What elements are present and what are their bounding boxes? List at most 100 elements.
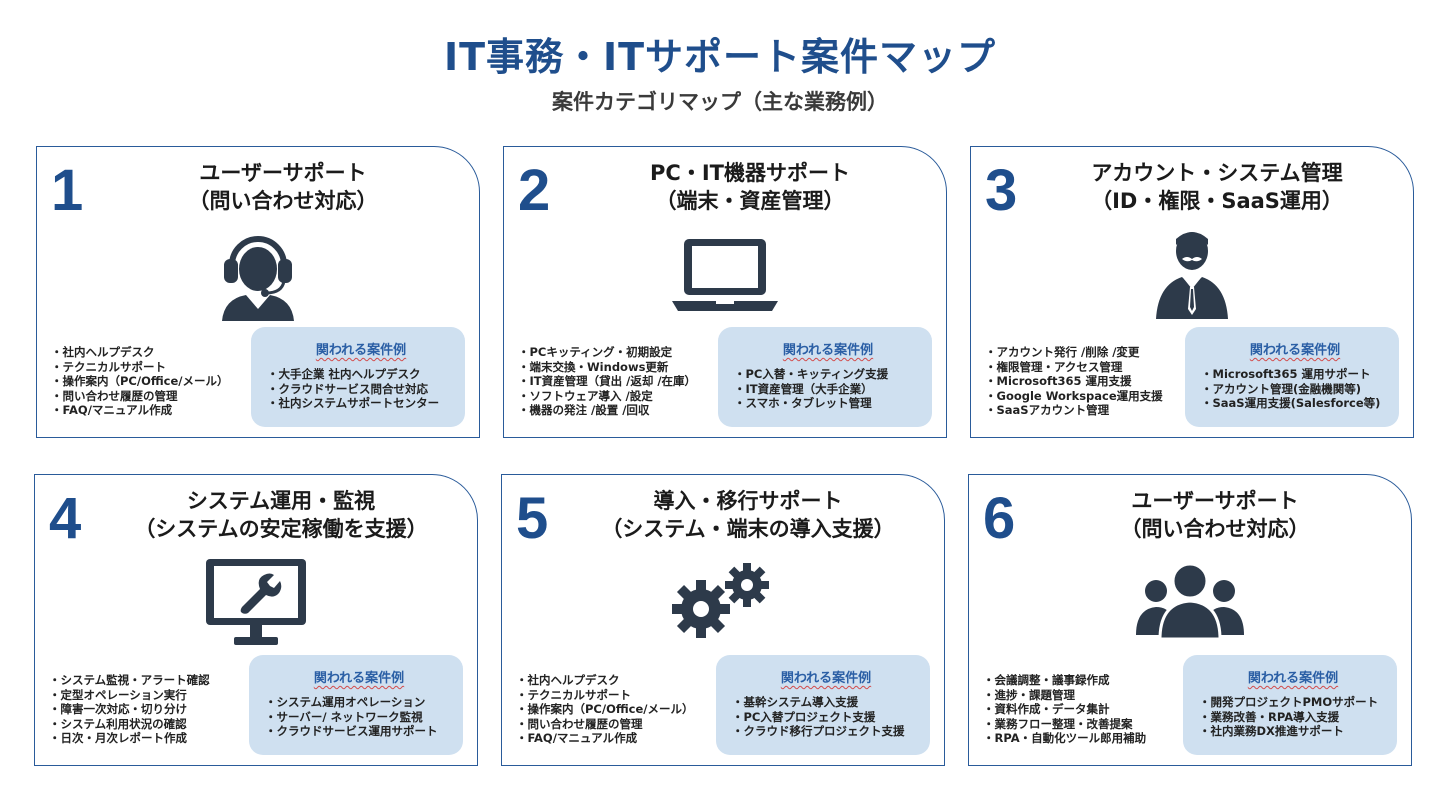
example-item: ・スマホ・タブレット管理 [734,396,872,411]
task-item: ・定型オペレーション実行 [49,687,187,702]
card-number: 5 [516,486,549,551]
example-item: ・基幹システム導入支援 [732,695,859,709]
example-item: ・IT資産管理（大手企業） [734,381,873,396]
example-box: 関われる案件例 ・システム運用オペレーション ・サーバー/ ネットワーク監視 ・… [249,655,463,755]
example-item: ・社内業務DX推進サポート [1199,724,1344,739]
card-number: 3 [985,158,1018,223]
task-list: ・PCキッティング・初期設定 ・端末交換・Windows更新 ・IT資産管理（貸… [518,345,728,418]
card-title-line: （端末・資産管理） [655,189,845,213]
card-title-line: （問い合わせ対応） [1120,517,1310,541]
task-item: ・問い合わせ履歴の管理 [516,716,643,731]
card-title: PC・IT機器サポート （端末・資産管理） [564,159,936,215]
page-subtitle: 案件カテゴリマップ（主な業務例） [552,90,888,114]
task-item: ・問い合わせ履歴の管理 [51,388,178,403]
task-item: ・FAQ/マニュアル作成 [516,731,638,746]
example-heading: 関われる案件例 [782,343,874,358]
example-item: ・PC入替プロジェクト支援 [732,709,876,724]
task-item: ・操作案内（PC/Office/メール） [516,702,694,717]
card-title: システム運用・監視 （システムの安定稼働を支援） [95,487,467,543]
category-card-1: 1 ユーザーサポート （問い合わせ対応） ・社内ヘルプデスク ・テクニカルサポー… [36,146,480,438]
card-title-line: システム運用・監視 [186,489,376,513]
task-item: ・テクニカルサポート [51,359,166,374]
card-title-line: （システム・端末の導入支援） [601,517,895,541]
task-item: ・端末交換・Windows更新 [518,359,669,374]
category-card-2: 2 PC・IT機器サポート （端末・資産管理） ・PCキッティング・初期設定 ・… [503,146,947,438]
task-item: ・障害一次対応・切り分け [49,702,187,717]
task-item: ・資料作成・データ集計 [983,702,1110,717]
task-item: ・システム利用状況の確認 [49,716,187,731]
category-card-6: 6 ユーザーサポート （問い合わせ対応） ・会議調整・議事録作成 ・進捗・課題管… [968,474,1412,766]
example-heading: 関われる案件例 [315,343,407,358]
task-list: ・システム監視・アラート確認 ・定型オペレーション実行 ・障害一次対応・切り分け… [49,673,259,746]
laptop-icon [672,239,778,311]
task-item: ・テクニカルサポート [516,687,631,702]
task-item: ・システム監視・アラート確認 [49,673,210,687]
example-heading: 関われる案件例 [313,671,405,686]
example-box: 関われる案件例 ・PC入替・キッティング支援 ・IT資産管理（大手企業） ・スマ… [718,327,932,427]
task-list: ・会議調整・議事録作成 ・進捗・課題管理 ・資料作成・データ集計 ・業務フロー整… [983,673,1193,746]
example-item: ・クラウドサービス問合せ対応 [267,381,428,396]
card-title-line: 導入・移行サポート [653,489,843,513]
card-title-line: （問い合わせ対応） [188,189,378,213]
card-number: 4 [49,486,82,551]
task-item: ・会議調整・議事録作成 [983,673,1110,687]
admin-user-icon [1156,232,1228,319]
headset-support-icon [222,236,294,321]
card-title-line: アカウント・システム管理 [1091,161,1343,185]
task-item: ・Microsoft365 運用支援 [985,374,1132,389]
card-title-line: ユーザーサポート [1131,489,1299,513]
example-box: 関われる案件例 ・基幹システム導入支援 ・PC入替プロジェクト支援 ・クラウド移… [716,655,930,755]
category-card-3: 3 アカウント・システム管理 （ID・権限・SaaS運用） ・アカウント発行 /… [970,146,1414,438]
card-number: 1 [51,158,84,223]
card-title-line: （ID・権限・SaaS運用） [1091,189,1343,213]
task-item: ・機器の発注 /設置 /回収 [518,403,650,418]
example-item: ・PC入替・キッティング支援 [734,367,889,381]
example-heading: 関われる案件例 [1247,671,1339,686]
card-title-line: （システムの安定稼働を支援） [134,517,428,541]
task-item: ・ソフトウェア導入 /設定 [518,388,653,403]
example-box: 関われる案件例 ・Microsoft365 運用サポート ・アカウント管理(金融… [1185,327,1399,427]
task-item: ・IT資産管理（貸出 /返却 /在庫） [518,374,697,389]
card-number: 6 [983,486,1016,551]
card-title-line: ユーザーサポート [199,161,367,185]
task-item: ・アカウント発行 /削除 /変更 [985,345,1140,359]
card-title: ユーザーサポート （問い合わせ対応） [97,159,469,215]
task-item: ・権限管理・アクセス管理 [985,359,1123,374]
task-list: ・社内ヘルプデスク ・テクニカルサポート ・操作案内（PC/Office/メール… [51,345,261,418]
task-item: ・RPA・自動化ツール郎用補助 [983,731,1147,746]
task-list: ・社内ヘルプデスク ・テクニカルサポート ・操作案内（PC/Office/メール… [516,673,726,746]
task-item: ・進捗・課題管理 [983,687,1075,702]
task-item: ・社内ヘルプデスク [51,345,155,359]
example-item: ・サーバー/ ネットワーク監視 [265,709,423,724]
example-heading: 関われる案件例 [780,671,872,686]
page-title: IT事務・ITサポート案件マップ [443,35,997,79]
task-item: ・社内ヘルプデスク [516,673,620,687]
task-list: ・アカウント発行 /削除 /変更 ・権限管理・アクセス管理 ・Microsoft… [985,345,1195,418]
task-item: ・業務フロー整理・改善提案 [983,716,1133,731]
category-card-4: 4 システム運用・監視 （システムの安定稼働を支援） ・システム監視・アラート確… [34,474,478,766]
task-item: ・FAQ/マニュアル作成 [51,403,173,418]
example-heading: 関われる案件例 [1249,343,1341,358]
card-title-line: PC・IT機器サポート [650,161,850,185]
example-item: ・SaaS運用支援(Salesforce等) [1201,396,1381,411]
example-item: ・アカウント管理(金融機関等) [1201,381,1362,396]
example-item: ・業務改善・RPA導入支援 [1199,709,1340,724]
example-box: 関われる案件例 ・大手企業 社内ヘルプデスク ・クラウドサービス問合せ対応 ・社… [251,327,465,427]
user-group-icon [1136,562,1244,641]
example-item: ・Microsoft365 運用サポート [1201,367,1371,381]
category-card-5: 5 導入・移行サポート （システム・端末の導入支援） [501,474,945,766]
example-item: ・クラウドサービス運用サポート [265,724,438,739]
example-box: 関われる案件例 ・開発プロジェクトPMOサポート ・業務改善・RPA導入支援 ・… [1183,655,1397,755]
card-number: 2 [518,158,551,223]
gears-icon [672,563,769,638]
task-item: ・PCキッティング・初期設定 [518,345,673,359]
monitor-wrench-icon [206,559,306,645]
card-title: ユーザーサポート （問い合わせ対応） [1029,487,1401,543]
task-item: ・日次・月次レポート作成 [49,731,187,746]
card-title: 導入・移行サポート （システム・端末の導入支援） [562,487,934,543]
example-item: ・社内システムサポートセンター [267,396,440,411]
task-item: ・Google Workspace運用支援 [985,388,1163,403]
example-item: ・クラウド移行プロジェクト支援 [732,724,905,739]
example-item: ・システム運用オペレーション [265,695,426,709]
task-item: ・SaaSアカウント管理 [985,403,1110,418]
